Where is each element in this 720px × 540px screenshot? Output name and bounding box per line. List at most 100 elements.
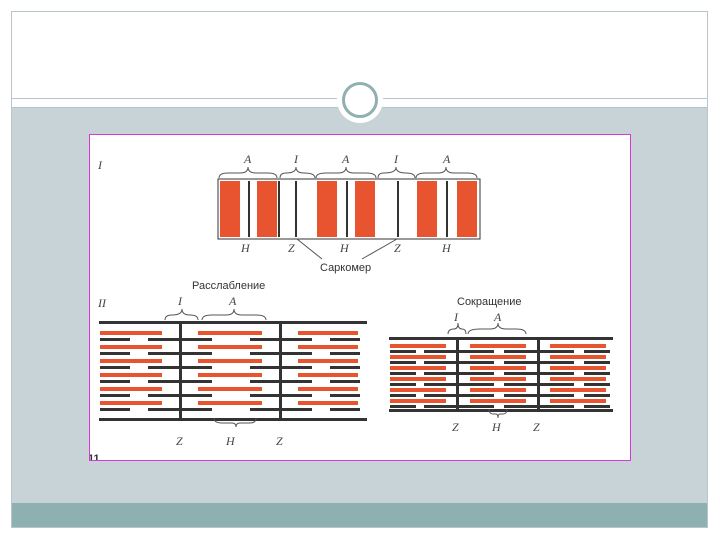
thick-filament (470, 344, 526, 348)
thin-filament (390, 361, 416, 364)
thin-filament (504, 361, 574, 364)
band-label-h1: H (240, 241, 251, 255)
thick-filament (550, 344, 606, 348)
thin-filament (390, 405, 416, 408)
sarcomere-label: Саркомер (320, 262, 371, 274)
thin-filament (584, 350, 610, 353)
band-label-i2: I (393, 152, 399, 166)
thin-filament (100, 380, 130, 383)
thick-filament (198, 373, 262, 377)
band-label-a3: A (442, 152, 451, 166)
thick-filament (100, 345, 162, 349)
thick-filament (298, 387, 358, 391)
relaxed-z2-label: Z (276, 434, 283, 448)
thick-filament (298, 345, 358, 349)
thick-filament (470, 377, 526, 381)
sarcomere-figure-panel: I A I A I A H Z H Z H (89, 134, 631, 461)
striation-band (218, 179, 480, 239)
thin-filament (424, 405, 494, 408)
relaxed-z1-label: Z (176, 434, 183, 448)
thin-filament (148, 366, 212, 369)
thick-filament (550, 377, 606, 381)
band-label-h2: H (339, 241, 350, 255)
thick-filament (390, 355, 446, 359)
relaxed-h-label: H (225, 434, 236, 448)
thick-filament (470, 366, 526, 370)
thick-filament (550, 366, 606, 370)
thick-filament (298, 359, 358, 363)
thick-filament (100, 331, 162, 335)
page-number: 11 (90, 453, 100, 460)
thick-filament (298, 373, 358, 377)
sarcomere-figure: I A I A I A H Z H Z H (90, 135, 630, 460)
thin-filament (390, 394, 416, 397)
thin-filament (250, 366, 312, 369)
thin-filament (390, 350, 416, 353)
band-label-z1: Z (288, 241, 295, 255)
contracted-i-label: I (453, 310, 459, 324)
contracted-z1-label: Z (452, 420, 459, 434)
thick-filament (390, 366, 446, 370)
thick-filament (390, 344, 446, 348)
part2-label: II (97, 296, 107, 310)
ring-ornament-icon (342, 82, 378, 118)
band-label-z2: Z (394, 241, 401, 255)
footer-band (12, 503, 707, 527)
thick-filament (390, 388, 446, 392)
thin-filament (148, 380, 212, 383)
thick-filament (100, 359, 162, 363)
thin-filament (330, 338, 360, 341)
relaxed-i-label: I (177, 294, 183, 308)
thick-filament (550, 399, 606, 403)
thick-filament (298, 401, 358, 405)
thin-filament (330, 394, 360, 397)
thick-filament (198, 359, 262, 363)
thick-filament (198, 331, 262, 335)
thick-filament (100, 401, 162, 405)
thin-filament (100, 366, 130, 369)
thin-filament (504, 405, 574, 408)
thin-filament (148, 352, 212, 355)
thin-filament (424, 361, 494, 364)
thin-filament (504, 350, 574, 353)
thick-filament (470, 399, 526, 403)
thick-filament (198, 345, 262, 349)
thin-filament (504, 394, 574, 397)
relaxed-myofibril (99, 321, 367, 421)
thin-filament (148, 408, 212, 411)
thin-filament (250, 380, 312, 383)
thick-filament (470, 355, 526, 359)
thin-filament (148, 394, 212, 397)
band-label-i1: I (293, 152, 299, 166)
thin-filament (504, 383, 574, 386)
thin-filament (100, 408, 130, 411)
thick-filament (100, 387, 162, 391)
thin-filament (250, 338, 312, 341)
thick-filament (470, 388, 526, 392)
thin-filament (250, 408, 312, 411)
thin-filament (584, 383, 610, 386)
thin-filament (330, 366, 360, 369)
thin-filament (504, 372, 574, 375)
contracted-a-label: A (493, 310, 502, 324)
band-label-a2: A (341, 152, 350, 166)
contracted-myofibril (389, 337, 613, 412)
thin-filament (584, 394, 610, 397)
thick-filament (100, 373, 162, 377)
thin-filament (390, 372, 416, 375)
thin-filament (390, 383, 416, 386)
thick-filament (390, 377, 446, 381)
thin-filament (100, 352, 130, 355)
band-label-a1: A (243, 152, 252, 166)
contracted-z2-label: Z (533, 420, 540, 434)
relaxed-a-label: A (228, 294, 237, 308)
thin-filament (424, 372, 494, 375)
thin-filament (250, 352, 312, 355)
thin-filament (584, 405, 610, 408)
thick-filament (298, 331, 358, 335)
thin-filament (424, 394, 494, 397)
part1-label: I (97, 158, 103, 172)
thin-filament (330, 352, 360, 355)
band-label-h3: H (441, 241, 452, 255)
thick-filament (550, 388, 606, 392)
